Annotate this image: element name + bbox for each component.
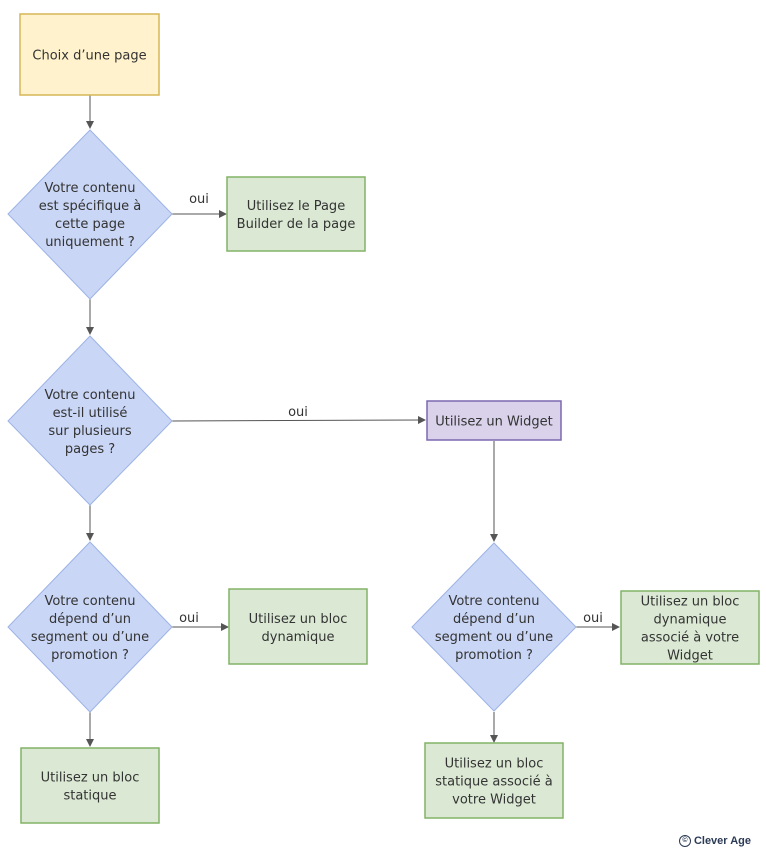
label-line: statique	[63, 789, 116, 804]
decision-q3-label: Votre contenu dépend d’un segment ou d’une…	[31, 594, 149, 663]
label-line: dépend d’un	[453, 612, 535, 627]
label-line: dynamique	[654, 613, 727, 628]
decision-q2: Votre contenu est-il utilisé sur plusieurs…	[7, 335, 173, 506]
label-line: associé à votre	[641, 631, 739, 646]
node-widget: Utilisez un Widget	[426, 400, 562, 441]
label-line: dynamique	[262, 630, 335, 645]
node-static-block: Utilisez un bloc statique	[20, 747, 160, 824]
label-line: Votre contenu	[44, 594, 135, 609]
decision-q4: Votre contenu dépend d’un segment ou d’une…	[411, 542, 577, 712]
label-line: uniquement ?	[45, 235, 135, 250]
node-widget-label: Utilisez un Widget	[435, 415, 553, 430]
label-line: est spécifique à	[39, 199, 142, 214]
node-static-block-label: Utilisez un bloc statique	[41, 771, 140, 804]
edge-label-q4-yes: oui	[583, 611, 603, 626]
decision-q1-label: Votre contenu est spécifique à cette page u…	[39, 181, 142, 250]
label-line: Utilisez un bloc	[41, 771, 140, 786]
label-line: Utilisez un bloc	[249, 612, 348, 627]
node-static-widget-block: Utilisez un bloc statique associé à votre …	[424, 742, 564, 819]
decision-q4-label: Votre contenu dépend d’un segment ou d’une…	[435, 594, 553, 663]
edges	[86, 95, 620, 747]
label-line: Choix d’une page	[32, 49, 146, 64]
edge-label-q1-yes: oui	[189, 192, 209, 207]
edge-label-q2-yes: oui	[288, 405, 308, 420]
label-line: Utilisez le Page	[247, 199, 345, 214]
edge-label-q3-yes: oui	[179, 611, 199, 626]
node-dynamic-block-label: Utilisez un bloc dynamique	[249, 612, 348, 645]
label-line: Utilisez un bloc	[641, 595, 740, 610]
node-dynamic-block: Utilisez un bloc dynamique	[228, 588, 368, 665]
label-line: promotion ?	[455, 648, 533, 663]
copyright-icon: ©	[678, 835, 691, 847]
label-line: cette page	[55, 217, 125, 232]
label-line: Builder de la page	[237, 217, 356, 232]
brand-footer: © Clever Age	[678, 835, 751, 847]
node-dynamic-widget-block: Utilisez un bloc dynamique associé à votre…	[620, 590, 760, 665]
decision-q3: Votre contenu dépend d’un segment ou d’une…	[7, 541, 173, 713]
label-line: est-il utilisé	[53, 406, 128, 421]
label-line: segment ou d’une	[435, 630, 553, 645]
label-line: segment ou d’une	[31, 630, 149, 645]
label-line: Widget	[667, 649, 713, 664]
node-start: Choix d’une page	[19, 13, 160, 96]
label-line: dépend d’un	[49, 612, 131, 627]
label-line: sur plusieurs	[48, 424, 132, 439]
label-line: pages ?	[65, 442, 115, 457]
decision-q2-label: Votre contenu est-il utilisé sur plusieurs…	[44, 388, 135, 457]
label-line: promotion ?	[51, 648, 129, 663]
label-line: votre Widget	[452, 793, 536, 808]
label-line: Utilisez un Widget	[435, 415, 553, 430]
label-line: Votre contenu	[44, 181, 135, 196]
node-dynamic-widget-block-label: Utilisez un bloc dynamique associé à votre…	[641, 595, 740, 664]
brand-name: Clever Age	[693, 835, 751, 847]
label-line: statique associé à	[435, 775, 553, 790]
label-line: Utilisez un bloc	[445, 757, 544, 772]
label-line: Votre contenu	[44, 388, 135, 403]
decision-q1: Votre contenu est spécifique à cette page u…	[7, 129, 173, 300]
node-start-label: Choix d’une page	[32, 49, 146, 64]
label-line: Votre contenu	[448, 594, 539, 609]
edge-q2-widget	[171, 416, 426, 425]
node-static-widget-block-label: Utilisez un bloc statique associé à votre …	[435, 757, 553, 808]
